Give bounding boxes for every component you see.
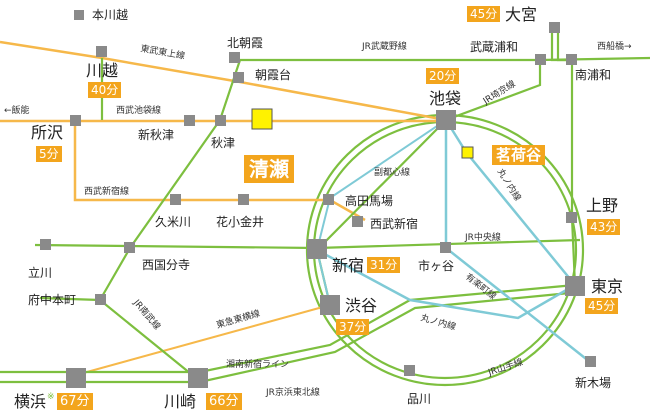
station-fuchu-hommachi[interactable] [95,294,106,305]
label-myogadani: 茗荷谷 [492,145,546,165]
label-seibu-shinjuku: 西武新宿 [370,217,419,231]
station-asakadai[interactable] [233,72,244,83]
station-shibuya[interactable] [320,295,340,315]
station-tachikawa[interactable] [40,239,51,250]
station-nishi-kokubunji[interactable] [124,242,135,253]
station-shinjuku[interactable] [307,239,327,259]
time-tokorozawa: 5分 [36,146,62,162]
label-shin-akitsu: 新秋津 [138,128,175,142]
line-label-seibu-shinjuku: 西武新宿線 [84,187,130,197]
line-label-funabashi: 西船橋→ [597,42,632,52]
label-kumegawa: 久米川 [155,215,192,229]
station-seibu-shinjuku[interactable] [352,216,363,227]
line-label-hanno: ←飯能 [4,106,30,116]
station-myogadani[interactable] [461,146,474,159]
label-yokohama: 横浜 [14,392,47,411]
label-ueno: 上野 [586,196,619,215]
time-shibuya: 37分 [336,319,370,335]
label-shinagawa: 品川 [407,392,432,406]
station-shin-kiba[interactable] [585,356,596,367]
station-kiyose[interactable] [251,108,273,130]
line-label-jr-keihin-tohoku: JR京浜東北線 [266,388,320,398]
station-kumegawa[interactable] [170,194,181,205]
station-shinagawa[interactable] [404,365,415,376]
label-nishi-kokubunji: 西国分寺 [142,258,191,272]
label-tokorozawa: 所沢 [31,123,64,142]
label-fuchu-hommachi: 府中本町 [28,293,77,307]
station-takadanobaba[interactable] [323,194,334,205]
time-yokohama: 67分 [57,393,93,410]
station-kawagoe[interactable] [96,46,107,57]
jr-keihin-tohoku-south [0,283,576,374]
station-shin-akitsu[interactable] [184,115,195,126]
time-omiya: 45分 [467,6,501,22]
station-hana-koganei[interactable] [238,194,249,205]
seibu-shinjuku-line [73,121,366,222]
label-yokohama-mark: ※ [47,392,55,402]
time-ikebukuro: 20分 [426,68,460,84]
time-shinjuku: 31分 [367,257,401,273]
label-minami-urawa: 南浦和 [575,68,612,82]
jr-tokaido-south [0,290,581,384]
label-hon-kawagoe: 本川越 [92,8,129,22]
station-akitsu[interactable] [215,115,226,126]
line-label-seibu-ikebukuro: 西武池袋線 [116,106,162,116]
station-yokohama[interactable] [66,368,86,388]
station-kita-asaka[interactable] [229,52,240,63]
label-asakadai: 朝霞台 [255,68,292,82]
fukutoshin-line [315,119,447,306]
station-ikebukuro[interactable] [436,110,456,130]
tobu-tojo-line [0,40,447,122]
label-tokyo: 東京 [591,277,624,296]
line-label-jr-chuo: JR中央線 [465,233,501,243]
label-ikebukuro: 池袋 [429,89,462,108]
line-label-shonan-shinjuku: 湘南新宿ライン [226,360,290,370]
time-tokyo: 45分 [585,298,619,314]
jr-keihin-tohoku-north [550,28,577,286]
station-kawasaki[interactable] [188,368,208,388]
label-tachikawa: 立川 [28,266,53,280]
station-ichigaya[interactable] [440,242,451,253]
time-ueno: 43分 [587,219,621,235]
line-label-jr-musashino: JR武蔵野線 [362,42,407,52]
jr-keihin-tohoku-north-2 [556,28,566,62]
label-omiya: 大宮 [505,5,538,24]
label-kawagoe: 川越 [86,61,119,80]
time-kawasaki: 66分 [206,393,242,410]
label-akitsu: 秋津 [211,136,236,150]
station-tokyo[interactable] [565,276,585,296]
label-musashi-urawa: 武蔵浦和 [470,40,519,54]
station-ueno[interactable] [566,212,577,223]
label-shinjuku: 新宿 [332,256,365,275]
station-musashi-urawa[interactable] [535,54,546,65]
jr-nambu-line [39,296,197,379]
label-ichigaya: 市ヶ谷 [418,259,455,273]
label-takadanobaba: 高田馬場 [345,194,394,208]
station-minami-urawa[interactable] [566,54,577,65]
station-hon-kawagoe[interactable] [74,10,84,20]
label-shin-kiba: 新木場 [575,376,612,390]
tokyu-toyoko-line [75,304,331,376]
time-kawagoe: 40分 [88,82,122,98]
label-kita-asaka: 北朝霞 [227,36,264,50]
station-tokorozawa[interactable] [70,115,81,126]
line-label-fukutoshin: 副都心線 [374,168,411,178]
label-shibuya: 渋谷 [345,296,378,315]
label-hana-koganei: 花小金井 [216,215,265,229]
label-kiyose: 清瀬 [244,155,294,183]
station-omiya[interactable] [549,22,560,33]
label-kawasaki: 川崎 [164,392,197,411]
